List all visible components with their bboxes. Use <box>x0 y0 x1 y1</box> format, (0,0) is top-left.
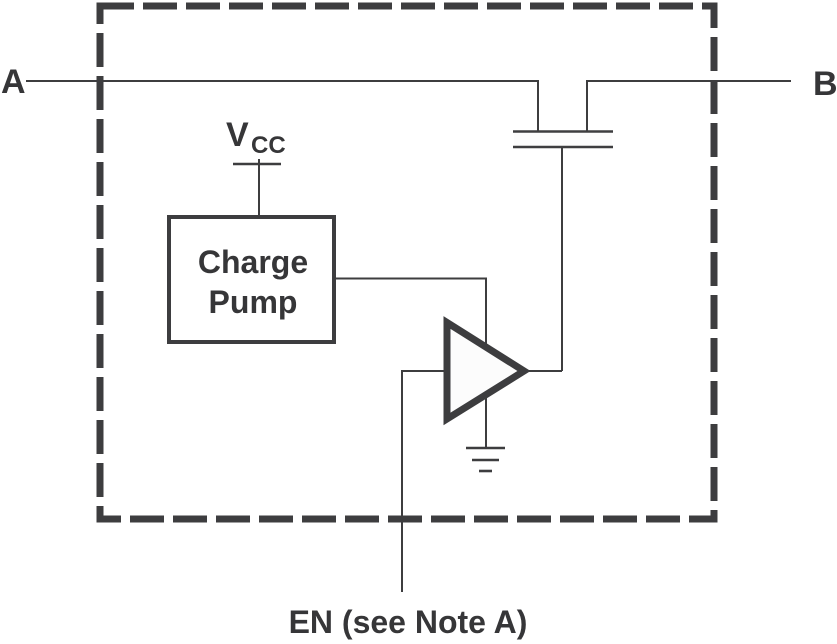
vcc-terminal-icon <box>233 159 281 218</box>
port-a-label: A <box>1 63 26 101</box>
charge-pump-box <box>167 215 336 344</box>
mosfet-channel-region <box>514 133 612 146</box>
vcc-label: V CC <box>226 116 286 159</box>
vcc-label-subscript: CC <box>251 132 286 159</box>
port-b-label: B <box>813 65 837 103</box>
vcc-label-main: V <box>226 116 249 154</box>
nmos-pass-transistor-icon <box>513 130 613 149</box>
ic-boundary-dashed-box <box>96 2 718 523</box>
enable-label: EN (see Note A) <box>289 604 528 640</box>
charge-pump-label-line2: Pump <box>209 284 298 320</box>
ground-icon <box>466 446 505 473</box>
enable-input-wire <box>401 370 447 592</box>
charge-pump-label-line1: Charge <box>198 244 308 280</box>
buffer-amplifier-icon <box>443 316 531 426</box>
